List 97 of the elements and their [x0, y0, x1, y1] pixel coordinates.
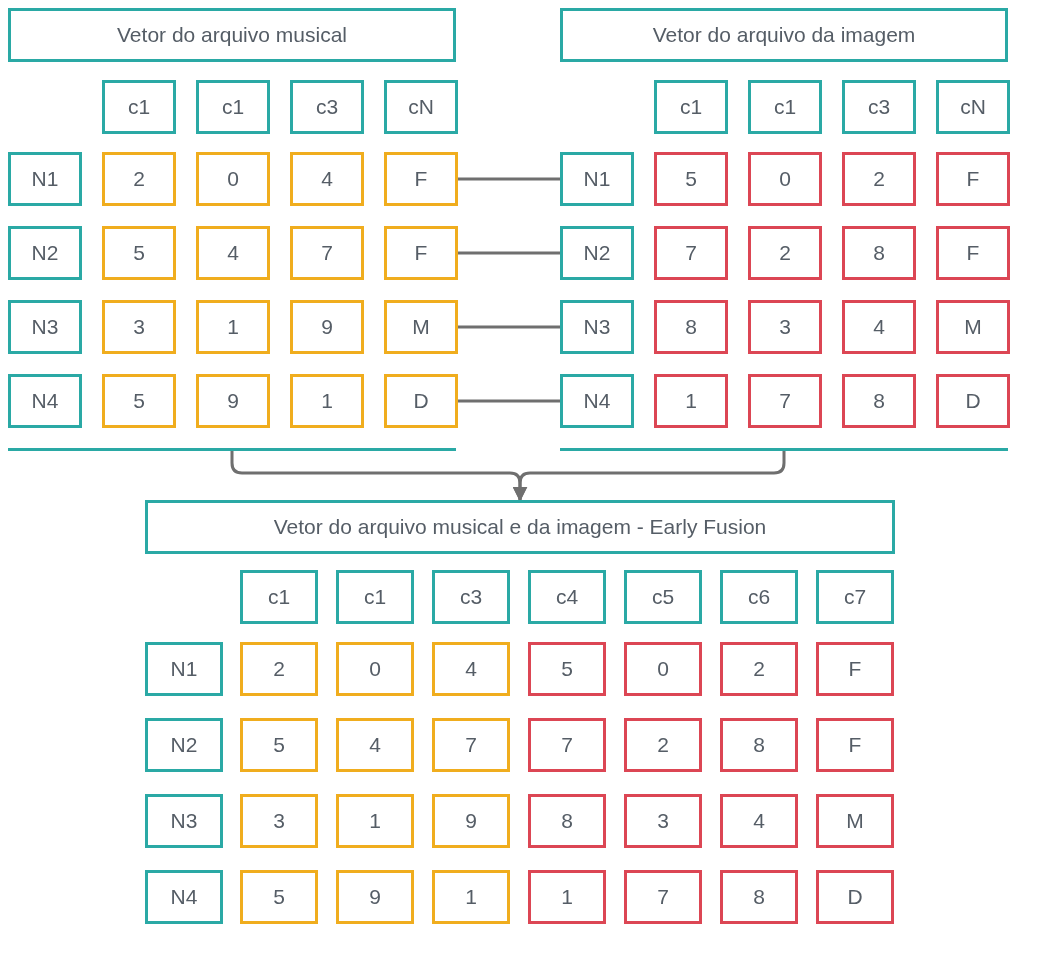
value-cell: 0 — [748, 152, 822, 206]
value-cell: 2 — [748, 226, 822, 280]
column-header: cN — [384, 80, 458, 134]
row-label: N3 — [560, 300, 634, 354]
underline-bar — [8, 448, 456, 451]
row-label: N1 — [560, 152, 634, 206]
value-cell: 9 — [290, 300, 364, 354]
value-cell: 7 — [290, 226, 364, 280]
value-cell: 5 — [102, 374, 176, 428]
value-cell: 1 — [290, 374, 364, 428]
value-cell: 7 — [624, 870, 702, 924]
value-cell: 3 — [240, 794, 318, 848]
column-header: cN — [936, 80, 1010, 134]
value-cell: 1 — [336, 794, 414, 848]
value-cell: 4 — [432, 642, 510, 696]
value-cell: 0 — [196, 152, 270, 206]
value-cell: 1 — [196, 300, 270, 354]
value-cell: D — [384, 374, 458, 428]
value-cell: 8 — [528, 794, 606, 848]
table-title: Vetor do arquivo musical — [8, 8, 456, 62]
value-cell: 4 — [196, 226, 270, 280]
row-label: N4 — [145, 870, 223, 924]
row-label: N4 — [560, 374, 634, 428]
value-cell: 0 — [624, 642, 702, 696]
row-label: N2 — [560, 226, 634, 280]
column-header: c3 — [432, 570, 510, 624]
connector-line — [458, 177, 560, 181]
row-label: N4 — [8, 374, 82, 428]
value-cell: 8 — [842, 226, 916, 280]
column-header: c3 — [842, 80, 916, 134]
column-header: c1 — [748, 80, 822, 134]
value-cell: 4 — [842, 300, 916, 354]
value-cell: 3 — [102, 300, 176, 354]
value-cell: M — [936, 300, 1010, 354]
row-label: N1 — [145, 642, 223, 696]
value-cell: 8 — [720, 870, 798, 924]
value-cell: 0 — [336, 642, 414, 696]
value-cell: 1 — [528, 870, 606, 924]
value-cell: 2 — [842, 152, 916, 206]
value-cell: 3 — [748, 300, 822, 354]
value-cell: 7 — [748, 374, 822, 428]
connector-line — [458, 399, 560, 403]
row-label: N3 — [145, 794, 223, 848]
value-cell: F — [936, 226, 1010, 280]
value-cell: 8 — [654, 300, 728, 354]
column-header: c3 — [290, 80, 364, 134]
value-cell: 9 — [432, 794, 510, 848]
value-cell: 5 — [528, 642, 606, 696]
value-cell: 2 — [102, 152, 176, 206]
value-cell: 7 — [432, 718, 510, 772]
value-cell: M — [816, 794, 894, 848]
value-cell: 8 — [720, 718, 798, 772]
value-cell: 9 — [196, 374, 270, 428]
value-cell: 4 — [336, 718, 414, 772]
table-title: Vetor do arquivo da imagem — [560, 8, 1008, 62]
value-cell: M — [384, 300, 458, 354]
value-cell: 5 — [102, 226, 176, 280]
column-header: c1 — [336, 570, 414, 624]
value-cell: F — [384, 226, 458, 280]
value-cell: 2 — [624, 718, 702, 772]
value-cell: 9 — [336, 870, 414, 924]
underline-bar — [560, 448, 1008, 451]
value-cell: 1 — [654, 374, 728, 428]
row-label: N3 — [8, 300, 82, 354]
value-cell: 7 — [654, 226, 728, 280]
column-header: c1 — [240, 570, 318, 624]
column-header: c1 — [102, 80, 176, 134]
value-cell: 1 — [432, 870, 510, 924]
row-label: N1 — [8, 152, 82, 206]
connector-line — [458, 251, 560, 255]
value-cell: F — [816, 718, 894, 772]
value-cell: D — [936, 374, 1010, 428]
value-cell: F — [936, 152, 1010, 206]
value-cell: D — [816, 870, 894, 924]
value-cell: 5 — [240, 718, 318, 772]
table-title: Vetor do arquivo musical e da imagem - Early Fusion — [145, 500, 895, 554]
row-label: N2 — [145, 718, 223, 772]
column-header: c6 — [720, 570, 798, 624]
column-header: c4 — [528, 570, 606, 624]
connector-line — [458, 325, 560, 329]
value-cell: 5 — [240, 870, 318, 924]
column-header: c1 — [196, 80, 270, 134]
value-cell: 4 — [720, 794, 798, 848]
column-header: c5 — [624, 570, 702, 624]
value-cell: 8 — [842, 374, 916, 428]
column-header: c7 — [816, 570, 894, 624]
value-cell: 5 — [654, 152, 728, 206]
value-cell: 4 — [290, 152, 364, 206]
arrow — [512, 451, 786, 502]
value-cell: 3 — [624, 794, 702, 848]
row-label: N2 — [8, 226, 82, 280]
value-cell: F — [816, 642, 894, 696]
value-cell: 2 — [720, 642, 798, 696]
value-cell: 7 — [528, 718, 606, 772]
value-cell: F — [384, 152, 458, 206]
value-cell: 2 — [240, 642, 318, 696]
column-header: c1 — [654, 80, 728, 134]
